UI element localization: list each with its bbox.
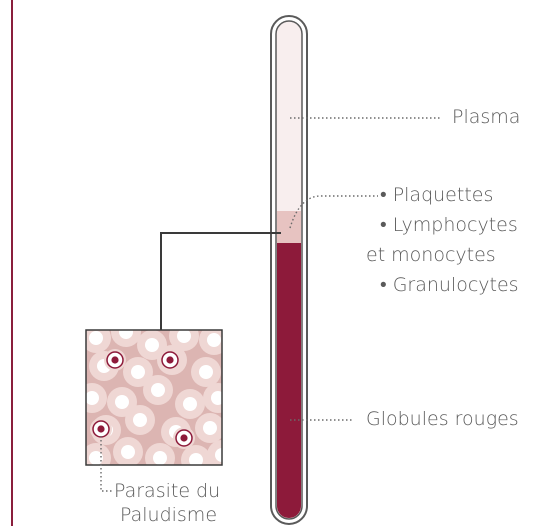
cell-center	[203, 421, 217, 435]
red-cells-layer	[277, 243, 301, 523]
parasite-dot	[97, 425, 104, 432]
blood-smear	[77, 317, 237, 475]
cell-center	[151, 383, 165, 397]
red-cells-label: Globules rouges	[366, 410, 519, 429]
cell-center	[207, 333, 221, 347]
cell-center	[211, 391, 225, 405]
parasite-dot	[166, 356, 173, 363]
test-tube	[271, 16, 307, 524]
cell-center	[177, 329, 191, 343]
cell-center	[119, 325, 133, 339]
cell-center	[183, 397, 197, 411]
cell-center	[85, 391, 99, 405]
cell-center	[153, 451, 167, 465]
cell-center	[115, 395, 129, 409]
cell-center	[133, 413, 147, 427]
cell-center	[145, 338, 159, 352]
connector-line	[161, 233, 281, 330]
parasite-dot	[111, 356, 118, 363]
cell-center	[89, 331, 103, 345]
granulocytes-label: • Granulocytes	[380, 276, 519, 295]
parasite-label-line2: Paludisme	[120, 506, 217, 525]
buffy-leader	[290, 196, 378, 228]
parasite-label-line1: Parasite du	[114, 482, 220, 501]
monocytes-label: et monocytes	[366, 246, 496, 265]
cell-center	[199, 365, 213, 379]
platelets-label: • Plaquettes	[380, 186, 493, 205]
cell-center	[121, 445, 135, 459]
cell-center	[131, 365, 145, 379]
buffy-coat-layer	[277, 211, 301, 244]
parasite-dot	[180, 434, 187, 441]
plasma-label: Plasma	[452, 108, 520, 127]
lymphocytes-label: • Lymphocytes	[380, 216, 518, 235]
